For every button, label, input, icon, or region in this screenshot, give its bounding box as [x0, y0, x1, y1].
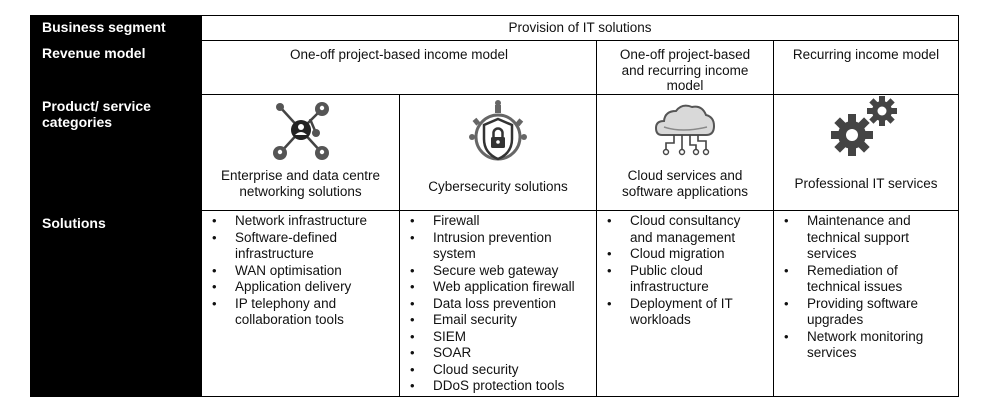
network-icon	[272, 102, 329, 160]
list-item: Remediation of technical issues	[774, 263, 940, 296]
revenue-model-cell-3: Recurring income model	[773, 41, 959, 95]
list-item: WAN optimisation	[202, 263, 399, 280]
list-item: Providing software upgrades	[774, 296, 940, 329]
row-header-label: Business segment	[42, 19, 166, 35]
list-item: Network infrastructure	[202, 213, 399, 230]
list-item: Secure web gateway	[400, 263, 596, 280]
row-header-label: Revenue model	[42, 45, 146, 61]
solutions-cell-professional-services: Maintenance and technical support servic…	[773, 211, 959, 397]
row-header-product-categories: Product/ service categories	[30, 95, 201, 211]
list-item: Firewall	[400, 213, 596, 230]
category-label: Professional IT services	[794, 176, 938, 191]
segment-value: Provision of IT solutions	[508, 20, 652, 35]
solutions-cell-networking: Network infrastructure Software-defined …	[201, 211, 399, 397]
cloud-icon	[654, 104, 716, 156]
list-item: Maintenance and technical support servic…	[774, 213, 940, 263]
category-cell-networking: Enterprise and data centre networking so…	[201, 95, 399, 211]
list-item: Data loss prevention	[400, 296, 596, 313]
row-header-label: Solutions	[42, 215, 106, 231]
security-lock-icon	[469, 100, 527, 161]
solutions-cell-cloud: Cloud consultancy and management Cloud m…	[596, 211, 773, 397]
list-item: Software-defined infrastructure	[202, 230, 399, 263]
category-cell-cybersecurity: Cybersecurity solutions	[399, 95, 596, 211]
solutions-list: Cloud consultancy and management Cloud m…	[597, 213, 773, 329]
list-item: Web application firewall	[400, 279, 596, 296]
list-item: Email security	[400, 312, 596, 329]
revenue-model-cell-2: One-off project-based and recurring inco…	[596, 41, 773, 95]
list-item: SIEM	[400, 329, 596, 346]
solutions-list: Firewall Intrusion prevention system Sec…	[400, 213, 596, 395]
revenue-model-label: Recurring income model	[792, 47, 940, 62]
list-item: Cloud consultancy and management	[597, 213, 755, 246]
row-header-business-segment: Business segment	[30, 15, 201, 41]
list-item: Cloud security	[400, 362, 596, 379]
revenue-model-cell-1: One-off project-based income model	[201, 41, 596, 95]
list-item: DDoS protection tools	[400, 378, 596, 395]
segment-cell: Provision of IT solutions	[201, 15, 959, 41]
solutions-list: Maintenance and technical support servic…	[774, 213, 958, 362]
row-header-solutions: Solutions	[30, 211, 201, 397]
category-label: Cloud services and software applications	[621, 168, 749, 199]
category-cell-professional-services: Professional IT services	[773, 95, 959, 211]
business-model-table: Business segment Revenue model Product/ …	[30, 15, 959, 397]
category-cell-cloud: Cloud services and software applications	[596, 95, 773, 211]
gears-icon	[831, 96, 897, 156]
list-item: Public cloud infrastructure	[597, 263, 755, 296]
row-header-revenue-model: Revenue model	[30, 41, 201, 95]
list-item: Network monitoring services	[774, 329, 940, 362]
list-item: Cloud migration	[597, 246, 755, 263]
list-item: Deployment of IT workloads	[597, 296, 755, 329]
solutions-list: Network infrastructure Software-defined …	[202, 213, 399, 329]
list-item: IP telephony and collaboration tools	[202, 296, 399, 329]
solutions-cell-cybersecurity: Firewall Intrusion prevention system Sec…	[399, 211, 596, 397]
list-item: Intrusion prevention system	[400, 230, 596, 263]
revenue-model-label: One-off project-based and recurring inco…	[619, 47, 751, 93]
list-item: SOAR	[400, 345, 596, 362]
category-label: Enterprise and data centre networking so…	[220, 168, 381, 199]
revenue-model-label: One-off project-based income model	[289, 47, 509, 62]
category-label: Cybersecurity solutions	[428, 179, 568, 194]
row-header-label: Product/ service categories	[42, 98, 151, 130]
list-item: Application delivery	[202, 279, 399, 296]
